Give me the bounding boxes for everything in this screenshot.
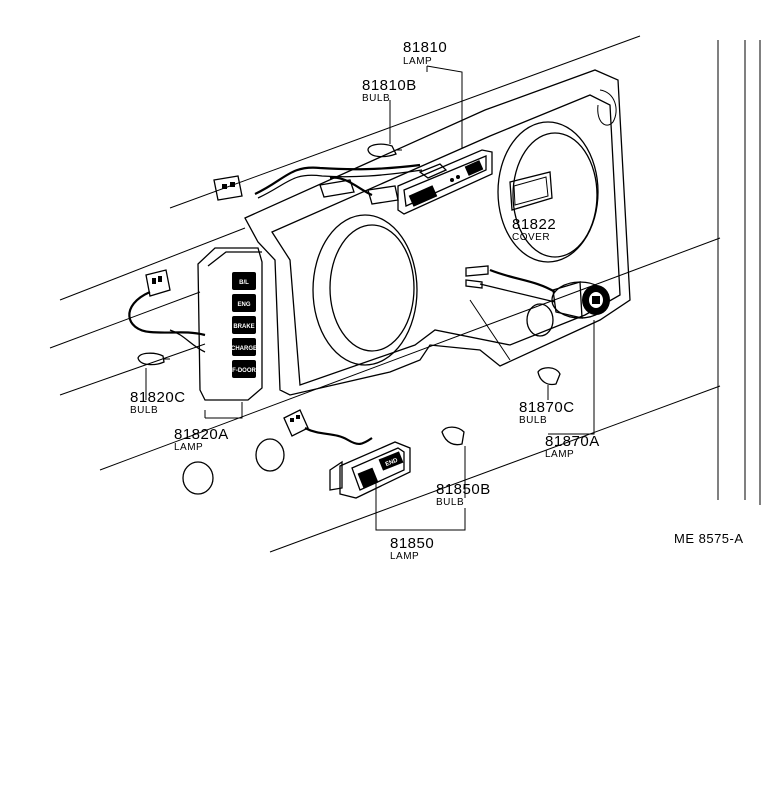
part-name-81820C: BULB [130,405,158,416]
part-number-81822: 81822 [512,216,556,233]
part-number-81870C: 81870C [519,399,575,416]
switch-label-eng: ENG [237,302,250,308]
background-lines [49,35,761,553]
label-81820A: 81820A LAMP [174,426,229,453]
right-gauge [497,121,599,263]
label-81870A: 81870A LAMP [545,433,600,460]
left-wiring [128,269,206,353]
part-number-81870A: 81870A [545,433,600,450]
part-name-81850B: BULB [436,497,464,508]
bulb-81850B [441,426,465,446]
part-name-81810B: BULB [362,93,390,104]
part-number-81850: 81850 [390,535,434,552]
right-wiring [465,265,556,303]
lamp-81820A: B/L ENG BRAKE CHARGE F-DOOR [197,247,263,401]
part-number-81850B: 81850B [436,481,491,498]
leader-lines [145,65,595,531]
part-name-81870A: LAMP [545,449,574,460]
small-switch-label: END [385,457,400,468]
cluster-housing [244,69,631,396]
part-number-81810B: 81810B [362,77,417,94]
switch-label-bl: B/L [239,280,249,286]
lamp-81870A [551,281,610,319]
switch-label-charge: CHARGE [231,346,257,352]
label-81870C: 81870C BULB [519,399,575,426]
bottom-wiring [283,409,373,445]
switch-label-f-door: F-DOOR [232,368,256,374]
label-81850: 81850 LAMP [390,535,434,562]
switch-buttons: B/L ENG BRAKE CHARGE F-DOOR [231,272,257,378]
part-name-81850: LAMP [390,551,419,562]
lamp-81850: END [329,441,411,499]
part-name-81810: LAMP [403,56,432,67]
part-number-81820C: 81820C [130,389,186,406]
switch-label-brake: BRAKE [233,324,254,330]
bulb-81810B [367,143,402,158]
part-number-81820A: 81820A [174,426,229,443]
part-name-81822: COVER [512,232,550,243]
bulb-81820C [137,352,170,366]
top-wiring [213,163,423,205]
label-81822: 81822 COVER [512,216,556,243]
panel-holes [182,303,554,495]
lamp-81810 [397,149,493,215]
left-gauge-opening [312,214,418,366]
part-name-81870C: BULB [519,415,547,426]
label-81810B: 81810B BULB [362,77,417,104]
cover-81822 [509,171,553,211]
label-81810: 81810 LAMP [403,39,447,67]
bulb-81870C [537,367,561,386]
label-81820C: 81820C BULB [130,389,186,416]
part-number-81810: 81810 [403,39,447,56]
label-81850B: 81850B BULB [436,481,491,508]
reference-code: ME 8575-A [674,531,744,546]
part-name-81820A: LAMP [174,442,203,453]
